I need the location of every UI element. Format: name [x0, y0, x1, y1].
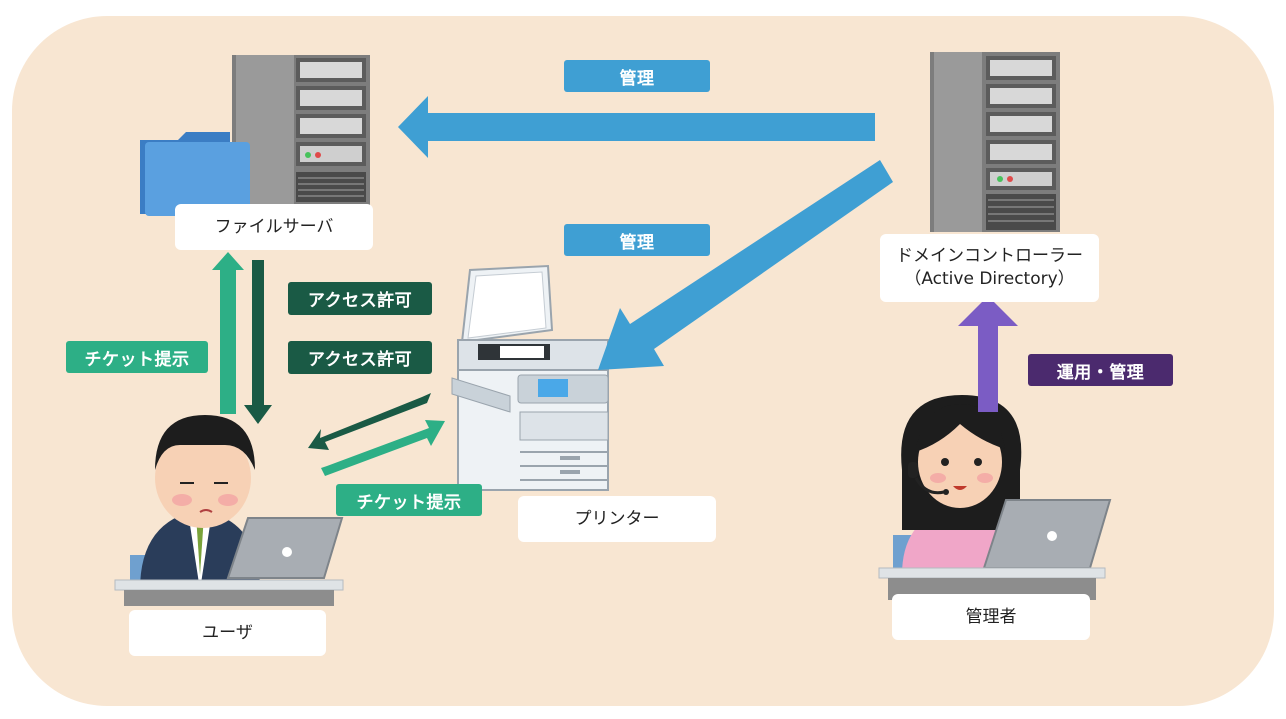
user-label: ユーザ	[202, 622, 253, 643]
user-label-box: ユーザ	[129, 610, 326, 656]
access-permit-tag-1: アクセス許可	[288, 282, 432, 315]
admin-label-box: 管理者	[892, 594, 1090, 640]
file-server-label-box: ファイルサーバ	[175, 204, 373, 250]
printer-label: プリンター	[574, 508, 660, 529]
user-person-icon	[130, 415, 260, 590]
printer-label-box: プリンター	[518, 496, 716, 542]
admin-person-icon	[893, 395, 1022, 575]
admin-label: 管理者	[965, 606, 1017, 627]
manage-tag-middle: 管理	[564, 224, 710, 256]
arrow-admin-operate	[958, 296, 1018, 412]
arrow-manage-to-file-server	[398, 96, 875, 158]
user-laptop-icon	[114, 517, 344, 606]
arrow-manage-to-printer	[598, 160, 893, 370]
printer-icon	[451, 264, 609, 491]
manage-tag-top: 管理	[564, 60, 710, 92]
arrow-access-printer-to-user	[308, 393, 431, 450]
arrow-access-to-user	[244, 260, 272, 424]
operate-manage-tag: 運用・管理	[1028, 354, 1173, 386]
access-permit-tag-2: アクセス許可	[288, 341, 432, 374]
domain-controller-server-icon	[930, 52, 1060, 232]
domain-controller-sublabel: （Active Directory）	[904, 269, 1075, 289]
file-server-label: ファイルサーバ	[214, 216, 334, 237]
arrow-ticket-to-file-server	[212, 252, 244, 414]
folder-icon	[140, 132, 250, 216]
domain-controller-label-box: ドメインコントローラー （Active Directory）	[880, 234, 1099, 302]
ticket-tag-bottom: チケット提示	[336, 484, 482, 516]
ticket-tag-left: チケット提示	[66, 341, 208, 373]
domain-controller-label: ドメインコントローラー	[896, 246, 1083, 267]
file-server-icon	[232, 55, 370, 205]
arrow-ticket-user-to-printer	[321, 420, 445, 476]
